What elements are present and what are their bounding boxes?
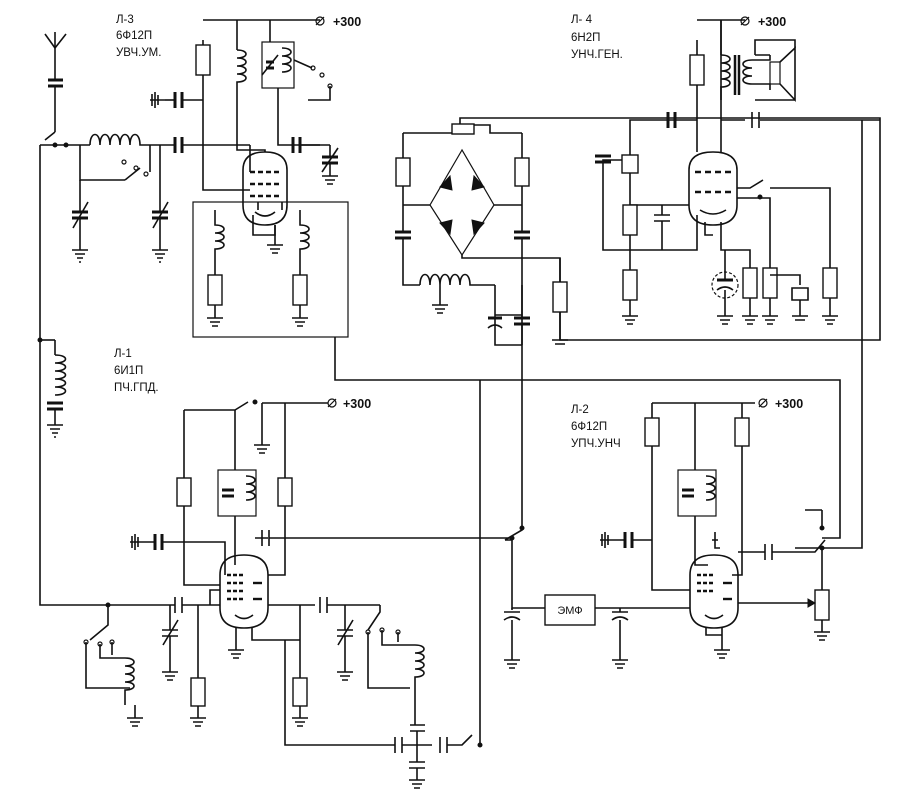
ground-icon: [72, 249, 168, 263]
supply-terminal-mid-left: +300: [327, 397, 371, 411]
tube-l1-role: ПЧ.ГПД.: [114, 382, 159, 394]
tube-l2: [689, 554, 739, 629]
bypass-cap-l2: [600, 532, 652, 548]
supply-label: +300: [343, 397, 371, 411]
bypass-cap-l1: [130, 534, 226, 575]
supply-label: +300: [758, 15, 786, 29]
transformer-icon: [720, 54, 771, 100]
tube-l1-type: 6И1П: [114, 365, 143, 377]
antenna-icon: [44, 32, 67, 80]
terminal-icon: [315, 16, 325, 26]
band-switch-a: [44, 131, 56, 141]
supply-terminal-top-left: +300: [315, 15, 361, 29]
tube-l3: [242, 151, 288, 226]
supply-label: +300: [333, 15, 361, 29]
tube-label-l3: Л-3 6Ф12П УВЧ.УМ.: [116, 14, 161, 59]
terminal-icon: [740, 16, 750, 26]
electrolytic-capacitor: [711, 250, 739, 325]
supply-terminal-top-right: +300: [740, 15, 786, 29]
tube-label-l4: Л- 4 6Н2П УНЧ.ГЕН.: [571, 14, 623, 61]
supply-label: +300: [775, 397, 803, 411]
tube-l1-name: Л-1: [114, 348, 132, 360]
tube-l2-type: 6Ф12П: [571, 421, 607, 433]
bypass-cap-l3: [150, 92, 203, 108]
volume-potentiometer[interactable]: [814, 589, 830, 621]
supply-terminal-mid-right: +300: [758, 397, 803, 411]
terminal-icon: [758, 398, 768, 408]
speaker-icon: [754, 39, 796, 103]
tube-l4-role: УНЧ.ГЕН.: [571, 49, 623, 61]
diode-bridge-icon: [429, 148, 495, 257]
choke-coil: [236, 49, 266, 152]
tube-l2-role: УПЧ.УНЧ: [571, 438, 621, 450]
tube-l1: [219, 554, 269, 629]
if-trap: [37, 337, 67, 438]
antenna-capacitor: [48, 78, 63, 132]
tube-l3-role: УВЧ.УМ.: [116, 47, 161, 59]
tube-l4-name: Л- 4: [571, 14, 593, 26]
tube-l3-name: Л-3: [116, 14, 134, 26]
tube-l4-type: 6Н2П: [571, 32, 600, 44]
cathode-box: [192, 201, 349, 338]
tuning-capacitor-right: [152, 145, 169, 250]
microphone-icon: [770, 274, 809, 321]
crystal: [621, 154, 639, 174]
resistor: [195, 44, 211, 76]
input-coil: [89, 133, 175, 146]
tube-label-l2: Л-2 6Ф12П УПЧ.УНЧ: [571, 404, 621, 450]
emf-filter-block: [544, 594, 596, 626]
tuning-capacitor-left: [72, 180, 89, 250]
tube-l4: [688, 151, 738, 226]
tube-l3-type: 6Ф12П: [116, 30, 152, 42]
tube-l2-name: Л-2: [571, 404, 589, 416]
filter-label: ЭМФ: [557, 605, 582, 617]
trimmer-capacitor-l3: [321, 145, 339, 185]
tube-label-l1: Л-1 6И1П ПЧ.ГПД.: [114, 348, 159, 394]
